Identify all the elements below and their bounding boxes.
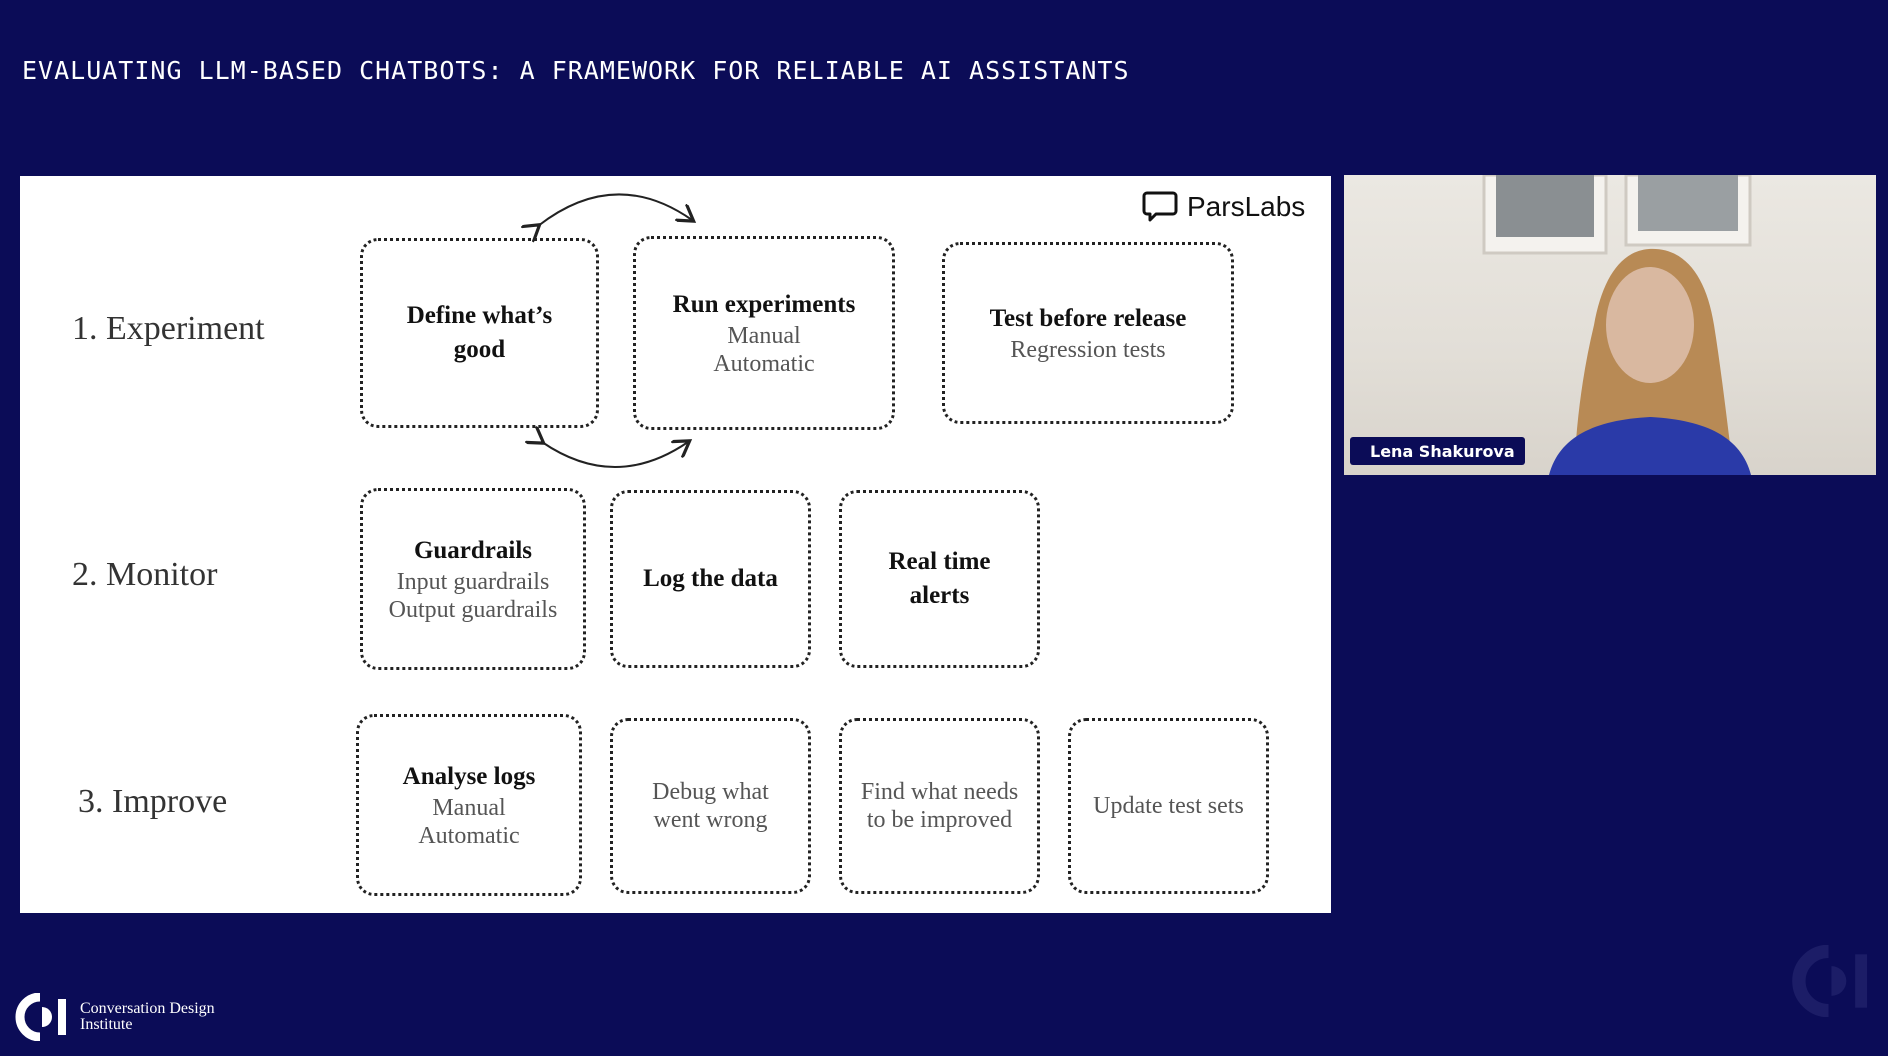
box-subtitle: Output guardrails (388, 597, 558, 623)
box-subtitle: Find what needs to be improved (860, 779, 1019, 833)
box-log-data: Log the data (610, 490, 811, 668)
box-define-good: Define what’s good (360, 238, 599, 428)
box-subtitle: Regression tests (1010, 337, 1166, 363)
box-update-tests: Update test sets (1068, 718, 1269, 894)
box-title: Test before release (989, 305, 1187, 332)
box-run-experiments: Run experiments Manual Automatic (633, 236, 895, 430)
box-title: Log the data (643, 565, 778, 592)
box-subtitle: Manual (432, 795, 506, 821)
box-find-improve: Find what needs to be improved (839, 718, 1040, 894)
top-cycle-arrow (538, 193, 692, 226)
box-subtitle: Debug what went wrong (652, 779, 769, 833)
box-guardrails: Guardrails Input guardrails Output guard… (360, 488, 586, 670)
cdi-watermark-icon (1792, 945, 1868, 1017)
logo-text: ParsLabs (1187, 191, 1306, 222)
slide: ParsLabs 1. Experiment 2. Monitor 3. Imp… (20, 176, 1331, 913)
row-label-monitor: 2. Monitor (72, 556, 218, 593)
box-subtitle: Update test sets (1093, 793, 1244, 819)
bottom-cycle-arrow (542, 442, 688, 468)
box-title: Guardrails (413, 537, 533, 564)
box-title: Analyse logs (402, 763, 536, 790)
cdi-name-line2: Institute (80, 1016, 133, 1033)
box-title: Real time alerts (888, 548, 991, 609)
cdi-logo: Conversation Design Institute (14, 993, 215, 1041)
video-frame-illustration (1482, 175, 1752, 475)
box-test-release: Test before release Regression tests (942, 242, 1234, 424)
box-subtitle: Input guardrails (396, 569, 550, 595)
box-debug: Debug what went wrong (610, 718, 811, 894)
box-realtime-alerts: Real time alerts (839, 490, 1040, 668)
row-label-improve: 3. Improve (78, 783, 228, 820)
speaker-name-tag: Lena Shakurova (1350, 437, 1525, 465)
cdi-logo-icon (15, 993, 66, 1041)
speaker-video: Lena Shakurova (1344, 175, 1876, 475)
box-title: Define what’s good (406, 302, 553, 363)
parslabs-logo: ParsLabs (1142, 186, 1305, 228)
box-subtitle: Automatic (418, 823, 520, 849)
speech-bubble-icon (1142, 191, 1178, 222)
box-analyse-logs: Analyse logs Manual Automatic (356, 714, 582, 896)
row-label-experiment: 1. Experiment (72, 310, 265, 347)
box-subtitle: Manual (727, 323, 801, 349)
box-subtitle: Automatic (713, 351, 815, 377)
presentation-title: EVALUATING LLM-BASED CHATBOTS: A FRAMEWO… (22, 56, 1130, 85)
box-title: Run experiments (672, 291, 856, 318)
cycle-arrows (20, 193, 1331, 468)
cdi-name-line1: Conversation Design (80, 1000, 215, 1017)
